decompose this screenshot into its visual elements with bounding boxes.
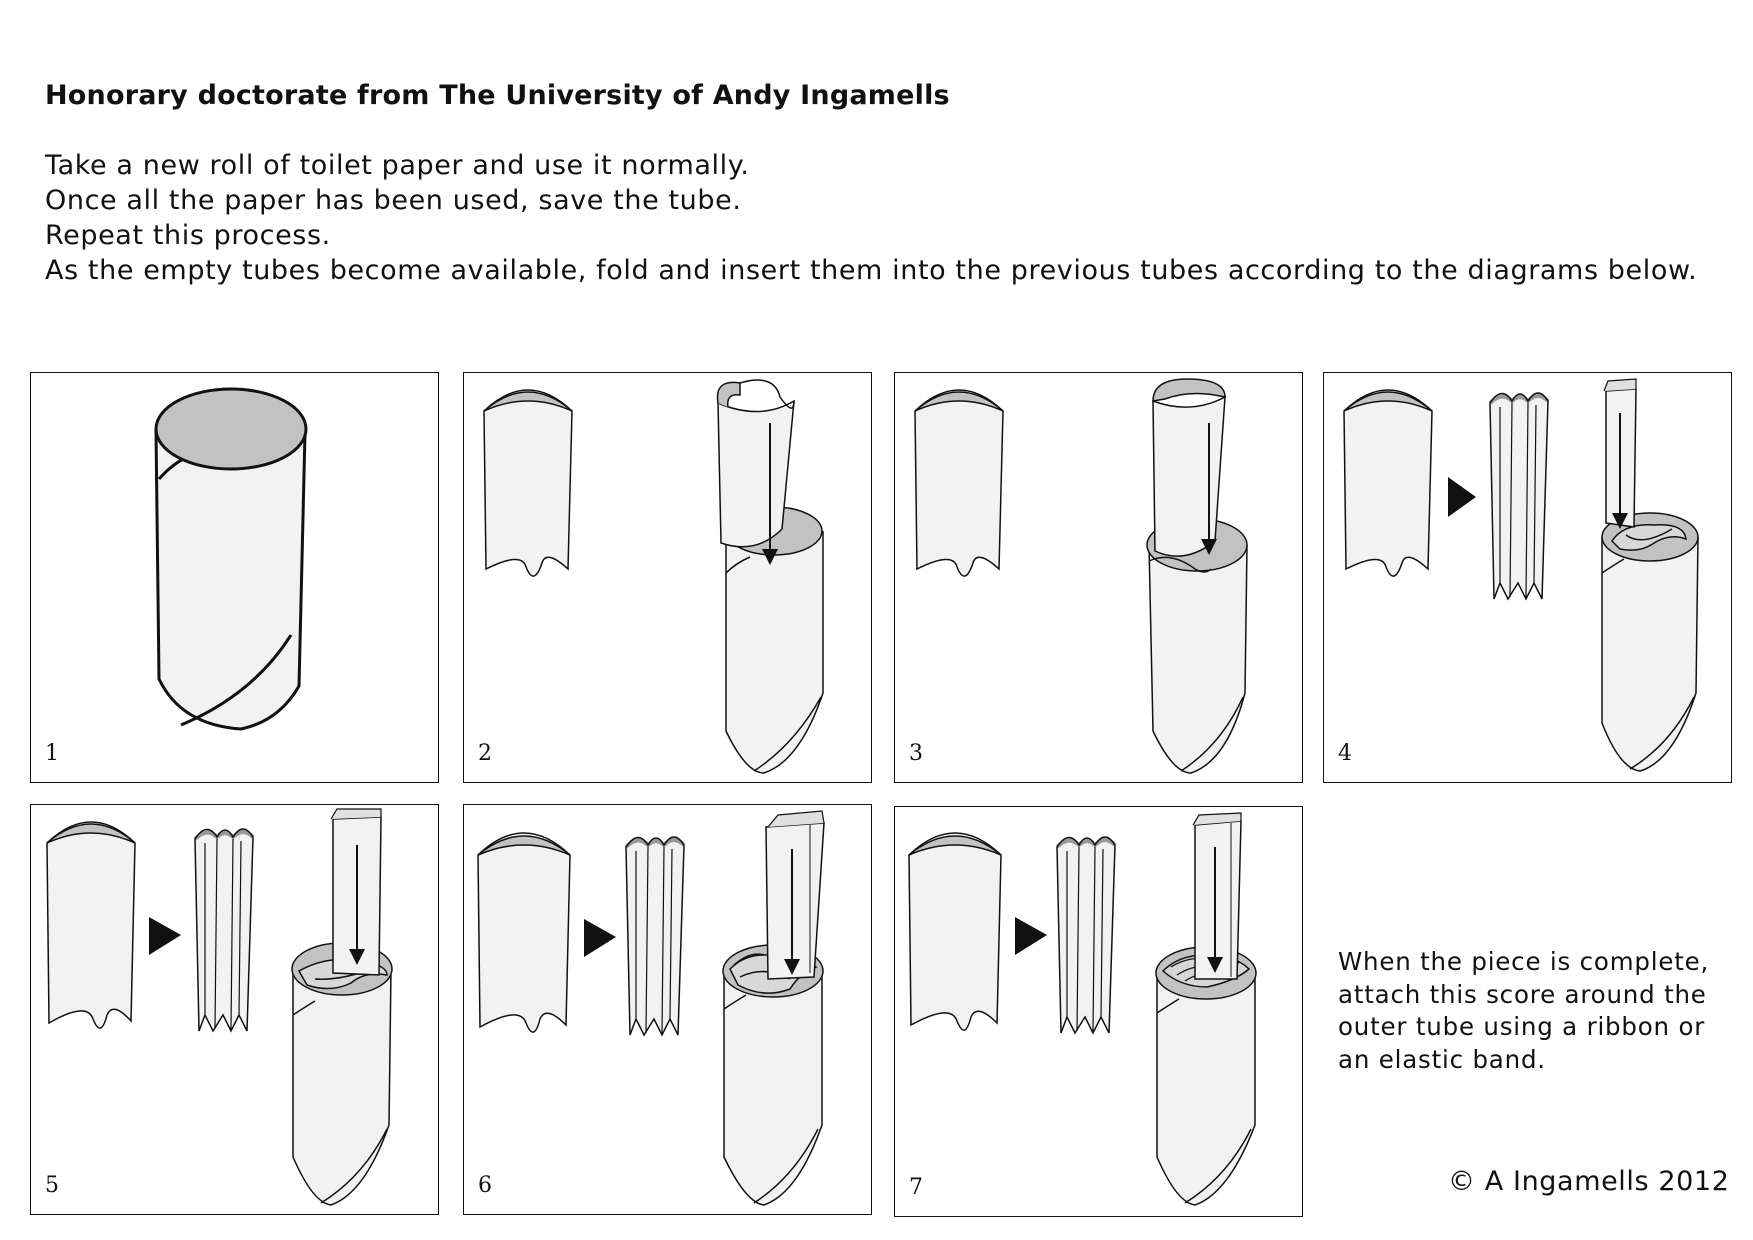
copyright-notice: © A Ingamells 2012 (1448, 1166, 1730, 1197)
page-title: Honorary doctorate from The University o… (45, 80, 950, 111)
diagram-panel-2: 2 (463, 372, 872, 783)
diagram-panel-4: 4 (1323, 372, 1732, 783)
diagram-panel-3: 3 (894, 372, 1303, 783)
fold-insert-illustration (477, 810, 825, 1206)
completion-note: When the piece is complete, attach this … (1338, 946, 1709, 1076)
note-line: attach this score around the (1338, 979, 1707, 1009)
panel-number: 5 (45, 1173, 59, 1198)
instruction-line: As the empty tubes become available, fol… (45, 255, 1698, 286)
instruction-line: Repeat this process. (45, 220, 331, 251)
note-line: outer tube using a ribbon or (1338, 1012, 1706, 1041)
fold-insert-illustration (46, 808, 393, 1206)
next-step-arrow-icon (584, 919, 616, 957)
diagram-panel-1: 1 (30, 372, 439, 783)
diagram-panel-7: 7 (894, 806, 1303, 1217)
next-step-arrow-icon (1448, 477, 1476, 517)
panel-number: 6 (478, 1173, 492, 1198)
next-step-arrow-icon (1015, 917, 1047, 955)
fold-insert-illustration (914, 378, 1248, 774)
panel-number: 3 (909, 741, 923, 766)
roll-tube-illustration (154, 387, 308, 731)
next-step-arrow-icon (149, 917, 181, 955)
fold-insert-illustration (1343, 378, 1699, 772)
panel-number: 1 (45, 741, 59, 766)
instructions: Take a new roll of toilet paper and use … (45, 148, 1697, 288)
note-line: When the piece is complete, (1338, 947, 1710, 976)
instruction-line: Take a new roll of toilet paper and use … (45, 150, 750, 181)
panel-number: 4 (1338, 741, 1352, 766)
panel-number: 7 (909, 1175, 923, 1200)
panel-number: 2 (478, 741, 492, 766)
diagram-panel-6: 6 (463, 804, 872, 1215)
note-line: an elastic band. (1338, 1044, 1546, 1074)
instruction-line: Once all the paper has been used, save t… (45, 185, 742, 216)
fold-insert-illustration (908, 812, 1257, 1206)
fold-insert-illustration (483, 379, 824, 774)
diagram-panel-5: 5 (30, 804, 439, 1215)
